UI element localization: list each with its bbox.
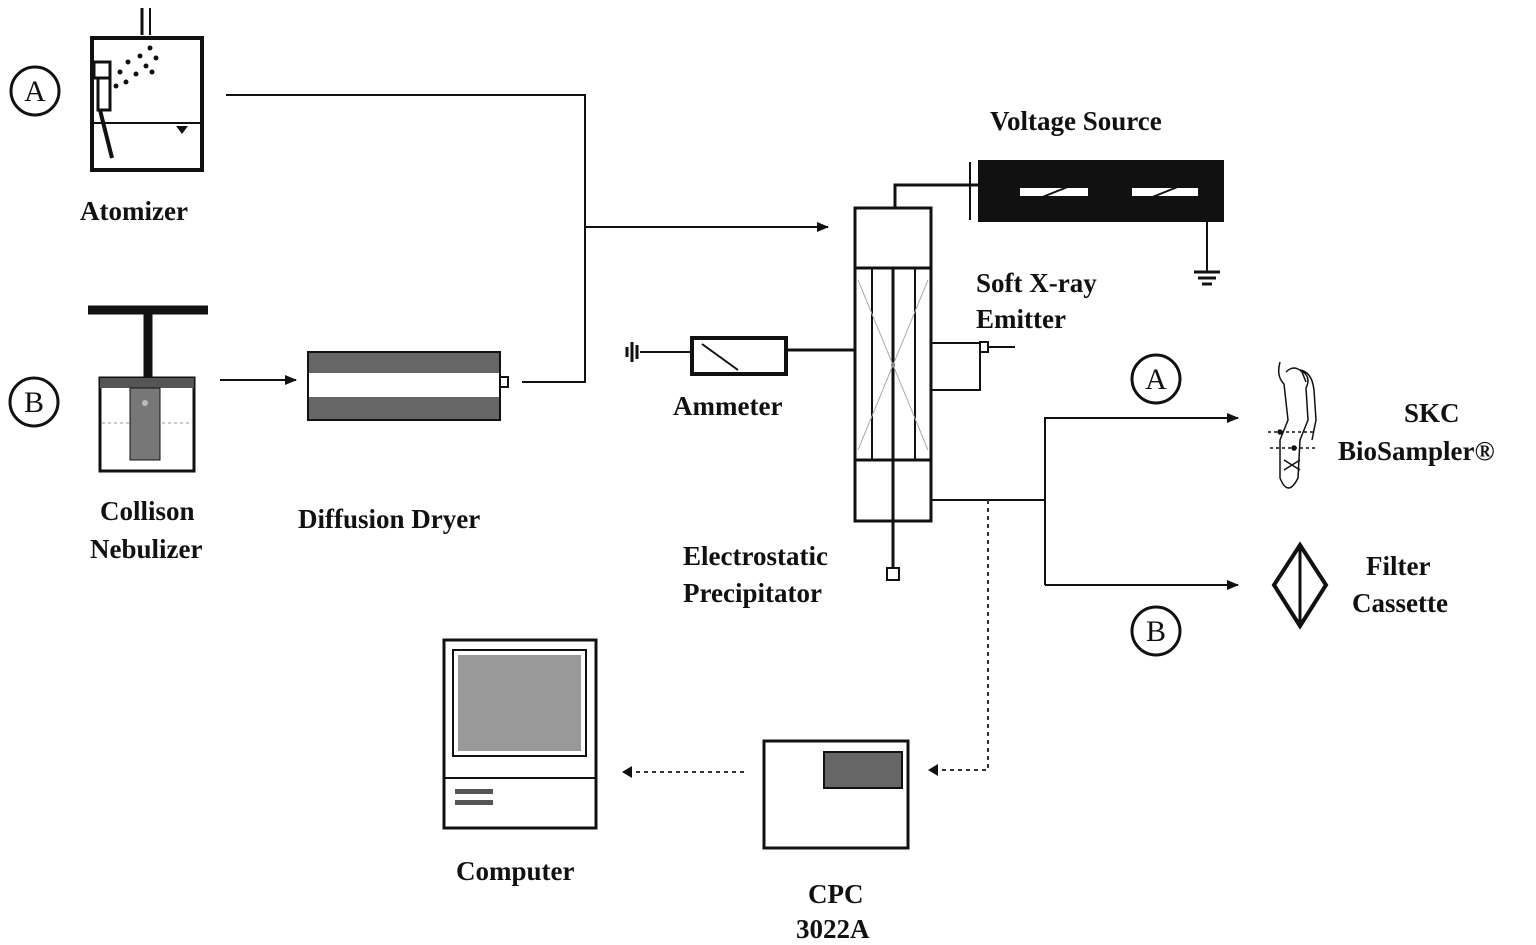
skc-biosampler-device <box>1268 361 1317 489</box>
diffusion-dryer-label: Diffusion Dryer <box>298 504 480 534</box>
ammeter-label: Ammeter <box>673 391 782 421</box>
atomizer-label: Atomizer <box>80 196 188 226</box>
atomizer-marker: A <box>9 65 61 117</box>
cpc-label-line2: 3022A <box>796 914 870 944</box>
inlet-flow-lines <box>226 94 829 383</box>
soft-xray-label-line1: Soft X-ray <box>976 268 1097 298</box>
ammeter-device <box>625 336 855 376</box>
soft-xray-label-line2: Emitter <box>976 304 1066 334</box>
cpc-arrowhead <box>928 764 938 776</box>
atomizer-marker-label: A <box>24 75 46 108</box>
electrostatic-precipitator-device <box>853 206 933 581</box>
diffusion-dryer-device <box>307 351 509 421</box>
cpc-device <box>762 739 910 850</box>
computer-device <box>442 638 598 830</box>
outlet-flow-lines <box>931 413 1239 590</box>
skc-marker: A <box>1130 353 1182 405</box>
atomizer-device <box>90 8 204 172</box>
voltage-source-label: Voltage Source <box>990 106 1162 136</box>
filter-cassette-device <box>1271 541 1329 630</box>
voltage-source-device <box>969 160 1224 286</box>
collison-label-line1: Collison <box>100 496 195 526</box>
collison-nebulizer-device <box>88 305 208 473</box>
sample-dotted-lines <box>630 500 989 773</box>
soft-xray-emitter-device <box>931 341 1015 391</box>
computer-arrowhead <box>622 766 632 778</box>
cpc-label-line1: CPC <box>808 879 864 909</box>
collison-marker-label: B <box>24 386 44 419</box>
filter-label-line2: Cassette <box>1352 588 1448 618</box>
computer-label: Computer <box>456 856 574 886</box>
collison-marker: B <box>8 376 60 428</box>
esp-label-line2: Precipitator <box>683 578 822 608</box>
skc-label-line1: SKC <box>1404 398 1460 428</box>
esp-label-line1: Electrostatic <box>683 541 828 571</box>
skc-label-line2: BioSampler® <box>1338 436 1495 466</box>
voltage-wire <box>893 183 978 210</box>
filter-marker: B <box>1130 605 1182 657</box>
collison-label-line2: Nebulizer <box>90 534 202 564</box>
filter-marker-label: B <box>1146 615 1166 648</box>
filter-label-line1: Filter <box>1366 551 1430 581</box>
skc-marker-label: A <box>1145 363 1167 396</box>
